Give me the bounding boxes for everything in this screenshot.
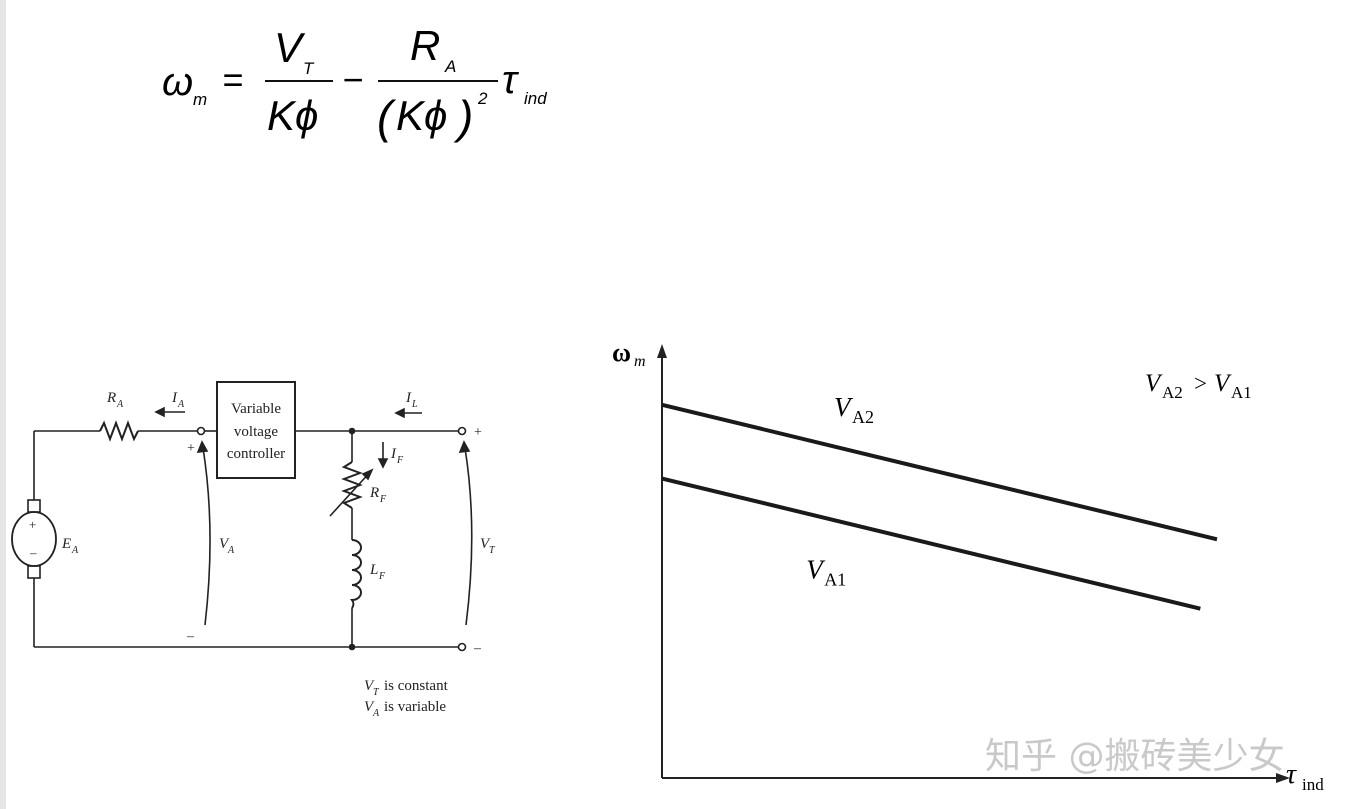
label-vt: V: [480, 536, 491, 552]
controller-line-1: Variable: [231, 401, 281, 417]
legend-note-s2: A1: [1231, 383, 1252, 402]
label-rf-sub: F: [379, 494, 387, 505]
note2-sub: A: [372, 708, 380, 719]
eq-den2-open: (: [377, 91, 397, 143]
label-il-sub: L: [411, 399, 418, 410]
label-ra-sub: A: [116, 399, 124, 410]
terminal-vt-plus: [457, 426, 467, 436]
label-vt-plus: +: [474, 425, 482, 440]
eq-num2-sub: A: [444, 57, 456, 76]
resistor-ra: [99, 420, 139, 442]
eq-den2-exp: 2: [477, 89, 488, 108]
label-va-plus: +: [187, 441, 195, 456]
x-axis-label: τ: [1286, 759, 1297, 790]
if-arrowhead: [377, 458, 389, 469]
label-ia-sub: A: [177, 399, 185, 410]
label-lf: L: [369, 562, 378, 578]
eq-equals: =: [222, 59, 243, 100]
terminal-vt-minus: [457, 642, 467, 652]
eq-num2: R: [410, 22, 440, 69]
legend-note-v1: V: [1145, 370, 1163, 397]
y-axis-label: ω: [612, 338, 631, 367]
terminal-va-plus: [196, 426, 206, 436]
legend-note: V A2 > V A1: [1145, 370, 1252, 402]
series-label-a2: V: [834, 392, 854, 422]
series-label-a1: V: [806, 555, 826, 585]
voltage-controller-box: [216, 381, 296, 479]
label-ra: R: [106, 390, 116, 406]
label-va-sub: A: [227, 545, 235, 556]
label-va: V: [219, 536, 230, 552]
label-gen-minus: –: [29, 545, 37, 560]
label-vt-sub: T: [489, 545, 496, 556]
va-arc-arrowhead: [196, 440, 209, 453]
eq-den2-body: Kϕ: [396, 92, 447, 139]
eq-omega: ω: [162, 60, 193, 104]
label-rf: R: [369, 485, 379, 501]
label-ea: E: [61, 536, 71, 552]
generator-brush-top: [27, 499, 41, 513]
eq-tau: τ: [502, 58, 520, 102]
series-line-a2: [661, 402, 1218, 542]
label-ea-sub: A: [71, 545, 79, 556]
eq-num1-sub: T: [303, 59, 315, 78]
label-if-sub: F: [396, 455, 404, 466]
eq-num1: V: [274, 24, 306, 71]
series-line-a1: [661, 476, 1201, 611]
eq-minus: −: [342, 59, 363, 100]
separately-excited-motor-circuit: [11, 381, 473, 652]
note1-sub: T: [373, 687, 380, 698]
va-voltage-arc: [202, 447, 211, 626]
il-arrowhead: [394, 407, 405, 419]
label-va-minus: –: [186, 629, 195, 644]
label-vt-minus: –: [473, 641, 482, 656]
circuit-labels: R A I A I L I F R F L F E A V A V T + – …: [29, 390, 496, 719]
note2-text: is variable: [384, 699, 446, 715]
y-axis-label-sub: m: [634, 353, 646, 370]
eq-den2-close: ): [453, 91, 473, 143]
rheostat-arrowhead: [361, 468, 374, 481]
eq-den1: Kϕ: [267, 92, 318, 139]
label-if: I: [390, 446, 397, 462]
vt-arc-arrowhead: [458, 440, 471, 453]
resistor-rf: [341, 461, 363, 509]
watermark: 知乎 @搬砖美少女: [985, 736, 1284, 777]
x-axis-label-sub: ind: [1302, 775, 1324, 794]
generator-brush-bottom: [27, 565, 41, 579]
note1-text: is constant: [384, 678, 449, 694]
vt-voltage-arc: [464, 447, 473, 626]
eq-omega-sub: m: [193, 90, 207, 109]
eq-tau-sub: ind: [524, 89, 547, 108]
inductor-lf: [349, 539, 362, 609]
note2-v: V: [364, 699, 375, 715]
legend-note-s1: A2: [1162, 383, 1183, 402]
label-lf-sub: F: [378, 571, 386, 582]
series-label-sub-a1: A1: [824, 570, 846, 590]
y-axis-arrowhead: [657, 344, 667, 358]
controller-line-3: controller: [227, 446, 285, 462]
ia-arrowhead: [154, 406, 165, 418]
label-il: I: [405, 390, 412, 406]
speed-equation: ω m = V T Kϕ − R A ( Kϕ ) 2 τ ind: [162, 22, 547, 143]
legend-note-v2: V: [1214, 370, 1232, 397]
left-border-strip: [0, 0, 6, 809]
label-gen-plus: +: [29, 517, 36, 532]
label-ia: I: [171, 390, 178, 406]
controller-line-2: voltage: [234, 424, 278, 440]
x-axis-arrowhead: [1276, 773, 1290, 783]
note1-v: V: [364, 678, 375, 694]
series-label-sub-a2: A2: [852, 407, 874, 427]
legend-note-op: >: [1194, 371, 1207, 396]
rheostat-arrow-line: [329, 469, 373, 517]
